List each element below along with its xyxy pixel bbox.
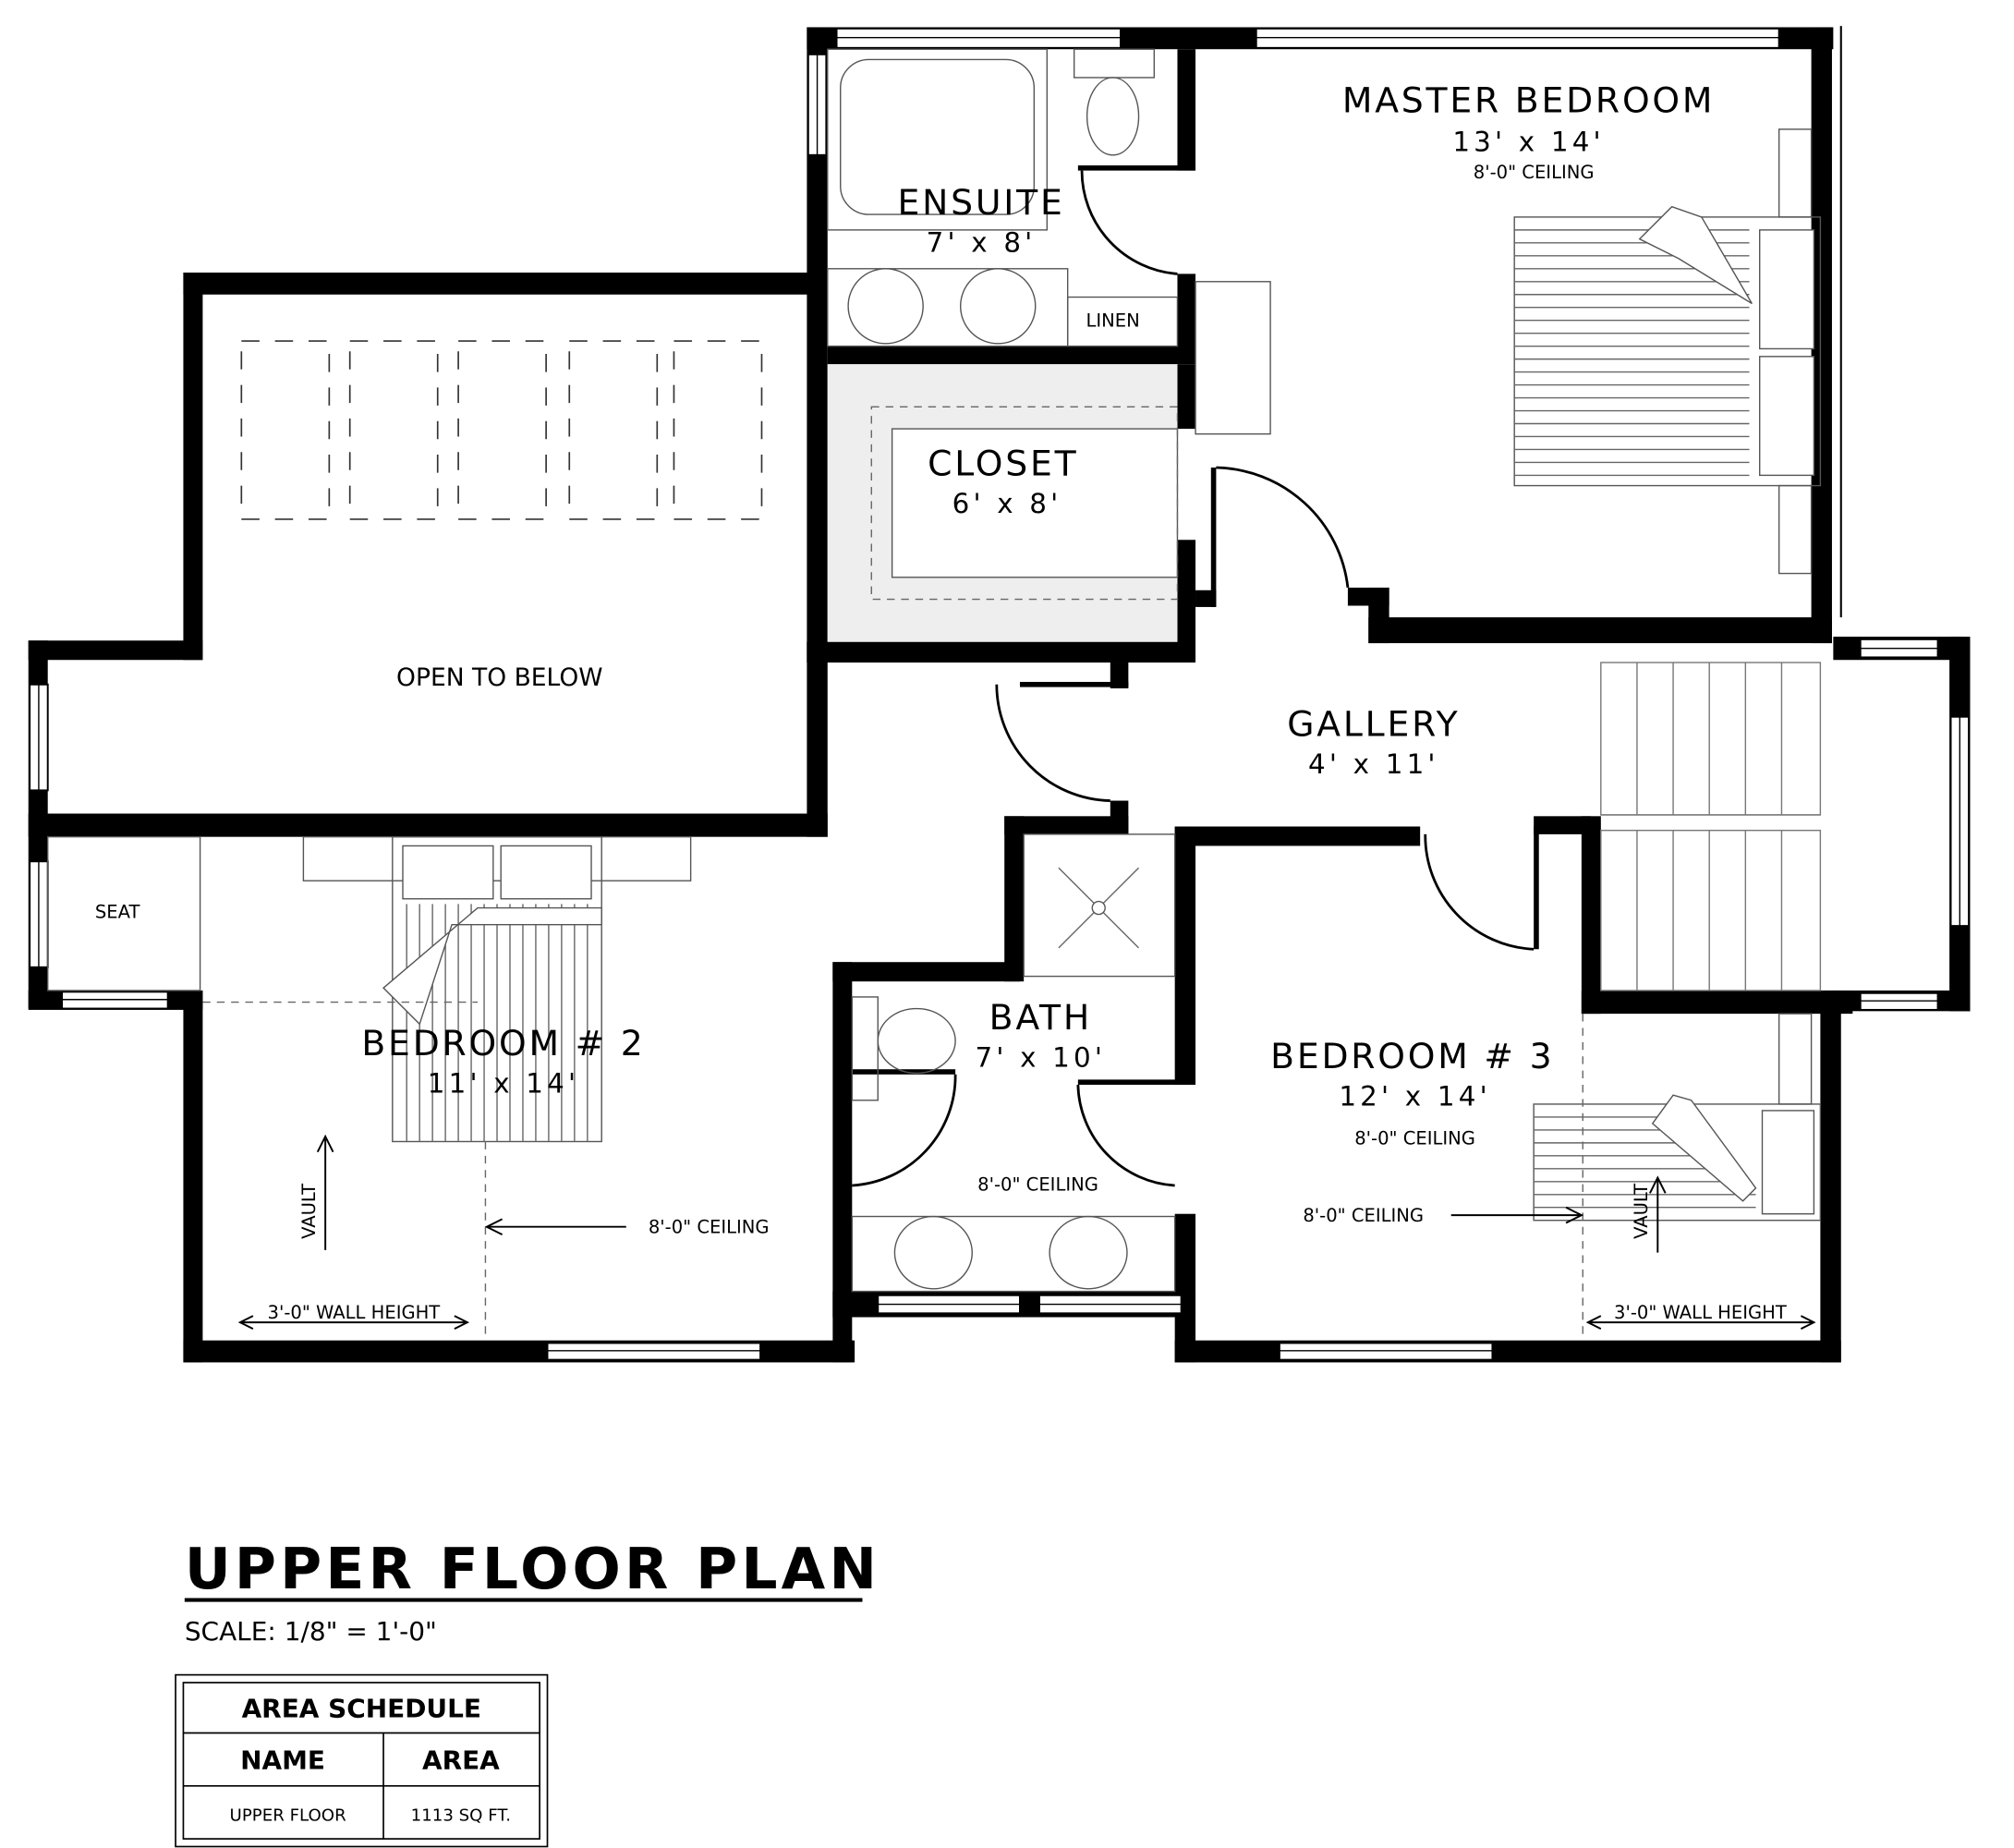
header-name: NAME — [240, 1745, 325, 1776]
plan-scale: SCALE: 1/8" = 1'-0" — [185, 1616, 437, 1647]
seat-label: SEAT — [95, 902, 140, 923]
bath-dims: 7' x 10' — [976, 1041, 1107, 1073]
header-area: AREA — [422, 1745, 500, 1776]
bedroom2-ceiling-label: 8'-0" CEILING — [649, 1217, 770, 1238]
title-block: UPPER FLOOR PLAN SCALE: 1/8" = 1'-0" — [185, 1537, 880, 1647]
bath-ceiling-label: 8'-0" CEILING — [977, 1174, 1098, 1196]
row-area: 1113 SQ FT. — [411, 1806, 511, 1826]
open-to-below-label: OPEN TO BELOW — [396, 663, 603, 692]
windows — [29, 27, 1971, 1361]
bedroom3-vault-label: VAULT — [1631, 1184, 1652, 1239]
bedroom2-wall-height: 3'-0" WALL HEIGHT — [268, 1302, 441, 1323]
bath-label: BATH — [989, 997, 1092, 1038]
area-schedule-title: AREA SCHEDULE — [242, 1694, 481, 1724]
master-bedroom-ceiling: 8'-0" CEILING — [1474, 162, 1595, 183]
room-labels: MASTER BEDROOM 13' x 14' 8'-0" CEILING E… — [95, 80, 1787, 1323]
closet-label: CLOSET — [928, 443, 1078, 483]
bedroom2-dims: 11' x 14' — [428, 1067, 580, 1099]
bedroom3-wall-height: 3'-0" WALL HEIGHT — [1614, 1302, 1787, 1323]
linen-label: LINEN — [1086, 310, 1139, 332]
bedroom2-vault-label: VAULT — [298, 1184, 320, 1239]
plan-title: UPPER FLOOR PLAN — [185, 1537, 880, 1602]
row-name: UPPER FLOOR — [230, 1806, 347, 1826]
bedroom3-dims: 12' x 14' — [1339, 1080, 1491, 1112]
closet-dims: 6' x 8' — [952, 488, 1062, 519]
doors — [852, 170, 1535, 1187]
master-bedroom-dims: 13' x 14' — [1452, 127, 1605, 158]
bedroom3-ceiling-arrow-label: 8'-0" CEILING — [1303, 1205, 1424, 1226]
bedroom3-label: BEDROOM # 3 — [1270, 1036, 1554, 1076]
bedroom3-ceiling-label: 8'-0" CEILING — [1354, 1127, 1475, 1149]
area-schedule-table: AREA SCHEDULE NAME AREA UPPER FLOOR 1113… — [175, 1673, 549, 1848]
ensuite-label: ENSUITE — [897, 182, 1064, 223]
ensuite-dims: 7' x 8' — [927, 227, 1037, 259]
bedroom2-label: BEDROOM # 2 — [361, 1023, 645, 1064]
annotation-arrows — [237, 1134, 1816, 1330]
gallery-dims: 4' x 11' — [1308, 748, 1439, 780]
gallery-label: GALLERY — [1287, 704, 1460, 745]
master-bedroom-label: MASTER BEDROOM — [1342, 80, 1715, 121]
fixtures — [47, 48, 1822, 1341]
